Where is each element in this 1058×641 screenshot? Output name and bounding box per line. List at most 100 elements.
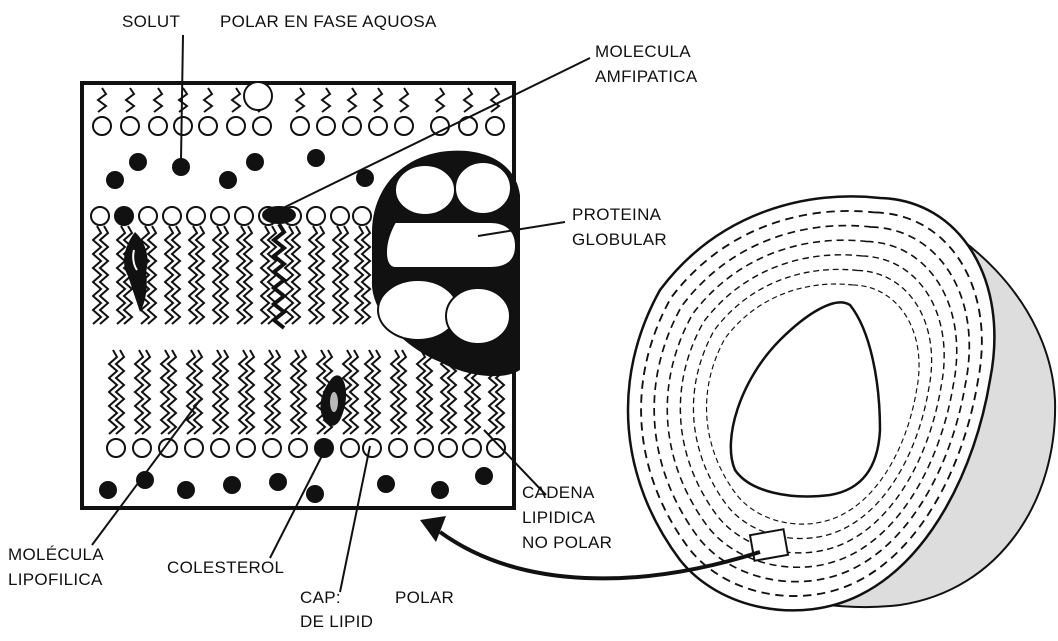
solute-dot xyxy=(106,171,124,189)
top-polar-head xyxy=(317,117,335,135)
lower-tail-b xyxy=(350,350,358,434)
lower-polar-head xyxy=(185,439,203,457)
label-proteina-2: GLOBULAR xyxy=(572,230,667,249)
top-tail xyxy=(98,88,106,112)
lower-tail-b xyxy=(142,350,150,434)
upper-polar-head xyxy=(163,207,181,225)
amphipathic-head xyxy=(262,206,296,224)
lower-polar-head xyxy=(341,439,359,457)
solute-dot xyxy=(307,149,325,167)
label-molecula-amfipatica-2: AMFIPATICA xyxy=(595,67,698,86)
label-molecula-lipofilica-2: LIPOFILICA xyxy=(8,570,103,589)
top-polar-head xyxy=(395,117,413,135)
leader-cap-polar xyxy=(340,446,370,592)
top-tail xyxy=(126,88,134,112)
solute-dot xyxy=(377,475,395,493)
lower-tail-b xyxy=(398,350,406,434)
solute-dot xyxy=(269,473,287,491)
label-molecula-lipofilica-1: MOLÉCULA xyxy=(8,545,104,564)
label-proteina-1: PROTEINA xyxy=(572,205,662,224)
lower-polar-head xyxy=(133,439,151,457)
lower-polar-head xyxy=(363,439,381,457)
solute-dot xyxy=(306,485,324,503)
top-polar-head xyxy=(343,117,361,135)
lower-polar-head xyxy=(415,439,433,457)
upper-polar-head xyxy=(91,207,109,225)
lower-polar-head xyxy=(107,439,125,457)
lower-tail-b xyxy=(246,350,254,434)
top-tail xyxy=(232,88,240,112)
solute-dot xyxy=(431,481,449,499)
solute-dot xyxy=(475,467,493,485)
upper-polar-head xyxy=(353,207,371,225)
top-tail xyxy=(464,88,472,112)
label-cap-polar-2: DE LIPID xyxy=(300,612,373,631)
lower-tail-b xyxy=(220,350,228,434)
label-solut: SOLUT xyxy=(122,12,180,31)
top-tail xyxy=(204,88,212,112)
top-tail xyxy=(348,88,356,112)
top-polar-head xyxy=(291,117,309,135)
upper-polar-head xyxy=(211,207,229,225)
upper-polar-head xyxy=(235,207,253,225)
top-polar-head xyxy=(121,117,139,135)
upper-polar-head xyxy=(331,207,349,225)
lower-polar-head xyxy=(289,439,307,457)
solute-dot xyxy=(129,153,147,171)
top-polar-head xyxy=(174,117,192,135)
upper-polar-head xyxy=(139,207,157,225)
upper-polar-head xyxy=(115,207,133,225)
lower-tail-b xyxy=(194,350,202,434)
top-polar-head xyxy=(253,117,271,135)
label-cadena-3: NO POLAR xyxy=(522,533,612,552)
lower-polar-head xyxy=(211,439,229,457)
label-colesterol: COLESTEROL xyxy=(167,558,284,577)
upper-polar-head xyxy=(307,207,325,225)
solute-dot xyxy=(223,476,241,494)
lower-polar-head xyxy=(315,439,333,457)
solute-dot xyxy=(99,481,117,499)
lower-tail-b xyxy=(298,350,306,434)
label-cadena-1: CADENA xyxy=(522,483,595,502)
lower-polar-head xyxy=(439,439,457,457)
upper-polar-head xyxy=(187,207,205,225)
solute-dot xyxy=(246,153,264,171)
solute-dot xyxy=(172,158,190,176)
top-tail xyxy=(374,88,382,112)
zoom-arrowhead xyxy=(420,516,446,542)
label-molecula-amfipatica-1: MOLECULA xyxy=(595,42,691,61)
lower-tail-b xyxy=(372,350,380,434)
top-large-head xyxy=(244,82,272,110)
top-tail xyxy=(436,88,444,112)
lower-tail-b xyxy=(116,350,124,434)
lower-polar-head xyxy=(263,439,281,457)
top-polar-head xyxy=(149,117,167,135)
top-polar-head xyxy=(199,117,217,135)
lower-tail-b xyxy=(168,350,176,434)
lower-polar-head xyxy=(237,439,255,457)
top-tail xyxy=(400,88,408,112)
solute-dot xyxy=(219,171,237,189)
label-cap-polar-1b: POLAR xyxy=(395,588,454,607)
top-tail xyxy=(491,88,499,112)
cholesterol-highlight xyxy=(330,392,338,412)
top-polar-head xyxy=(486,117,504,135)
label-cap-polar-1a: CAP: xyxy=(300,588,341,607)
top-polar-head xyxy=(227,117,245,135)
top-polar-head xyxy=(369,117,387,135)
solute-dot xyxy=(177,481,195,499)
label-polar-fase-aquosa: POLAR EN FASE AQUOSA xyxy=(220,12,437,31)
lower-polar-head xyxy=(389,439,407,457)
top-tail xyxy=(154,88,162,112)
top-lipid-fringe xyxy=(93,82,504,135)
top-polar-head xyxy=(93,117,111,135)
vesicle xyxy=(628,196,1055,610)
top-tail xyxy=(322,88,330,112)
label-cadena-2: LIPIDICA xyxy=(522,508,596,527)
lower-tail-b xyxy=(424,350,432,434)
leader-solut xyxy=(181,35,183,160)
lower-polar-head xyxy=(463,439,481,457)
leader-lipofilica xyxy=(92,400,200,545)
